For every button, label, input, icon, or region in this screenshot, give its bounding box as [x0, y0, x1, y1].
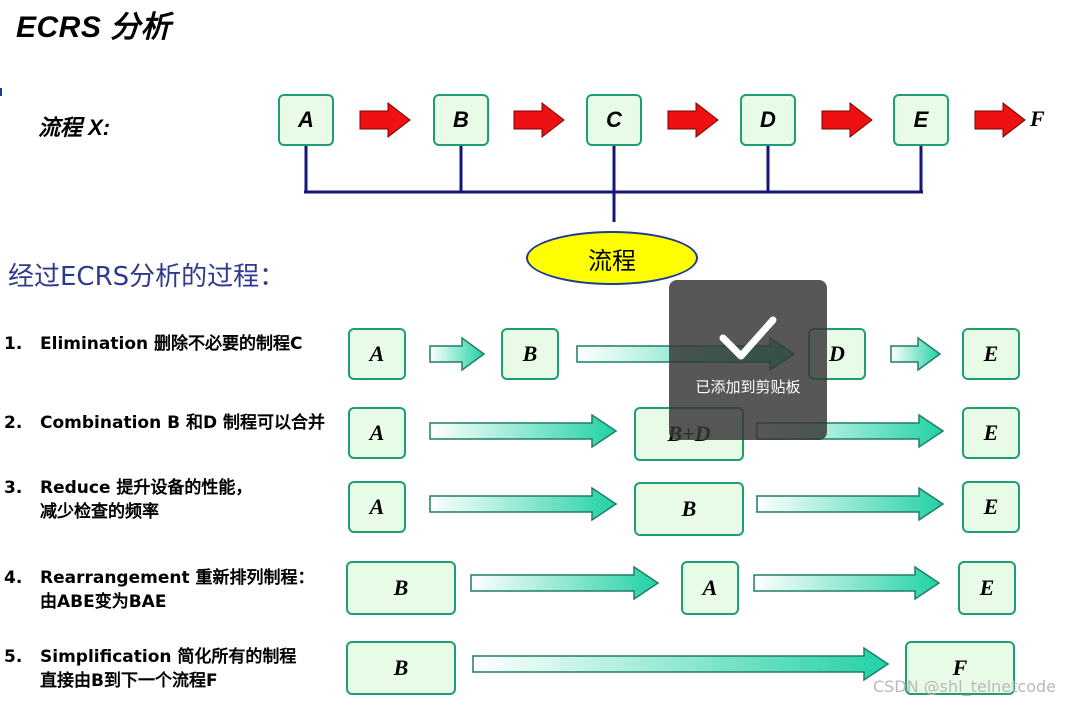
row2-box-a: A	[348, 407, 406, 459]
teal-arrow-r5-1	[472, 646, 890, 682]
step-2: 2. Combination B 和D 制程可以合并	[4, 411, 325, 435]
step-3: 3. Reduce 提升设备的性能， 减少检查的频率	[4, 476, 252, 524]
teal-arrow-r2-1	[429, 413, 618, 449]
step-4: 4. Rearrangement 重新排列制程： 由ABE变为BAE	[4, 566, 315, 614]
step-text-line2: 由ABE变为BAE	[40, 592, 167, 612]
row3-box-a: A	[348, 481, 406, 533]
teal-arrow-r1-1	[429, 336, 486, 372]
step-number: 1.	[4, 334, 23, 354]
step-number: 3.	[4, 478, 23, 498]
row3-box-b: B	[634, 482, 744, 536]
toast-text: 已添加到剪贴板	[695, 378, 801, 396]
step-text: Rearrangement 重新排列制程：	[40, 568, 315, 588]
flow-end-f: F	[1030, 106, 1045, 131]
row1-box-e: E	[962, 328, 1020, 380]
row4-box-a: A	[681, 561, 739, 615]
flow-node-a: A	[278, 94, 334, 146]
step-text-line2: 减少检查的频率	[40, 502, 159, 522]
row3-box-e: E	[962, 481, 1020, 533]
step-text: Elimination 删除不必要的制程C	[40, 334, 303, 354]
step-text: Simplification 简化所有的制程	[40, 647, 297, 667]
row1-box-b: B	[501, 328, 559, 380]
step-number: 5.	[4, 647, 23, 667]
step-1: 1. Elimination 删除不必要的制程C	[4, 332, 303, 356]
flow-node-c: C	[586, 94, 642, 146]
flow-node-e: E	[893, 94, 949, 146]
row5-box-b: B	[346, 641, 456, 695]
step-text: Combination B 和D 制程可以合并	[40, 413, 325, 433]
flow-node-d: D	[740, 94, 796, 146]
red-arrow-5	[974, 101, 1026, 139]
watermark: CSDN @shl_telnetcode	[872, 677, 1056, 696]
teal-arrow-r4-1	[470, 565, 660, 601]
connector-bracket	[304, 146, 923, 222]
row4-box-e: E	[958, 561, 1016, 615]
red-arrow-4	[821, 101, 873, 139]
flow-label: 流程 X:	[38, 115, 111, 140]
section-title: 经过ECRS分析的过程：	[8, 262, 286, 292]
red-arrow-1	[359, 101, 411, 139]
clipboard-toast: 已添加到剪贴板	[669, 280, 827, 440]
row5-box-f: F	[905, 641, 1015, 695]
step-number: 2.	[4, 413, 23, 433]
red-arrow-3	[667, 101, 719, 139]
left-edge-mark	[0, 88, 2, 96]
teal-arrow-r3-1	[429, 486, 618, 522]
step-text: Reduce 提升设备的性能，	[40, 478, 253, 498]
red-arrows	[359, 101, 1026, 139]
process-oval: 流程	[526, 231, 698, 285]
row1-box-a: A	[348, 328, 406, 380]
step-5: 5. Simplification 简化所有的制程 直接由B到下一个流程F	[4, 645, 296, 693]
check-icon	[719, 316, 777, 360]
row4-box-b: B	[346, 561, 456, 615]
step-number: 4.	[4, 568, 23, 588]
step-text-line2: 直接由B到下一个流程F	[40, 671, 218, 691]
row2-box-e: E	[962, 407, 1020, 459]
teal-arrow-r1-3	[890, 336, 942, 372]
teal-arrow-r3-2	[756, 486, 945, 522]
flow-node-b: B	[433, 94, 489, 146]
page-title: ECRS 分析	[16, 11, 172, 44]
red-arrow-2	[513, 101, 565, 139]
teal-arrow-r4-2	[753, 565, 941, 601]
